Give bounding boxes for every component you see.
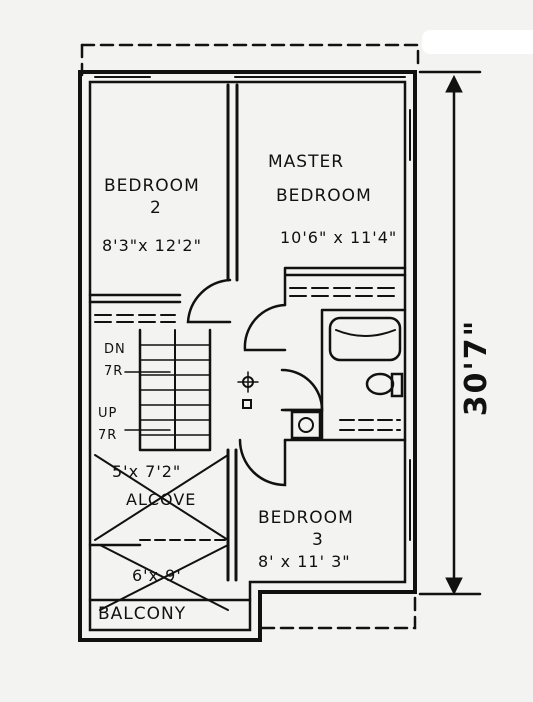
stair-down-count: 7R bbox=[104, 364, 124, 379]
stair-up-count: 7R bbox=[98, 428, 118, 443]
overall-dimension-line bbox=[418, 70, 482, 596]
paper-scrap bbox=[422, 30, 533, 54]
wall-hall-bedroom3 bbox=[226, 448, 238, 582]
master-name-line2: BEDROOM bbox=[276, 186, 372, 206]
master-dimensions: 10'6" x 11'4" bbox=[280, 228, 398, 247]
bathroom-walls bbox=[283, 308, 407, 442]
door-swing-master bbox=[243, 303, 287, 352]
alcove-name: ALCOVE bbox=[126, 490, 197, 509]
toilet bbox=[365, 372, 395, 396]
wall-b2-master bbox=[226, 83, 239, 282]
overall-dimension: 30'7" bbox=[459, 318, 495, 417]
stair-down-label: DN bbox=[104, 342, 126, 357]
alcove-cross bbox=[94, 454, 229, 541]
alcove-dimensions: 5'x 7'2" bbox=[112, 462, 182, 481]
bedroom3-number: 3 bbox=[312, 530, 324, 550]
balcony-name: BALCONY bbox=[98, 604, 187, 624]
master-closet bbox=[283, 266, 407, 307]
door-swing-bath bbox=[280, 368, 324, 412]
door-swing-bedroom3 bbox=[238, 438, 287, 487]
bedroom2-name: BEDROOM bbox=[104, 176, 200, 196]
exterior-wall-inner bbox=[88, 80, 407, 632]
master-name: MASTER bbox=[268, 152, 345, 172]
door-swing-bedroom2 bbox=[186, 278, 232, 324]
bedroom2-number: 2 bbox=[150, 198, 162, 218]
bedroom3-dimensions: 8' x 11' 3" bbox=[258, 552, 351, 571]
stair-up-label: UP bbox=[98, 406, 118, 421]
bedroom3-name: BEDROOM bbox=[258, 508, 354, 528]
bedroom2-closet bbox=[88, 293, 182, 304]
balcony-dimensions: 6'x 9' bbox=[132, 566, 182, 585]
balcony-wall bbox=[88, 543, 252, 602]
sink bbox=[290, 410, 322, 440]
exterior-wall bbox=[78, 70, 417, 642]
outline-dashed-bottom bbox=[260, 596, 417, 630]
bedroom2-dimensions: 8'3"x 12'2" bbox=[102, 236, 202, 255]
bathtub bbox=[328, 316, 402, 362]
outline-dashed bbox=[80, 43, 420, 70]
